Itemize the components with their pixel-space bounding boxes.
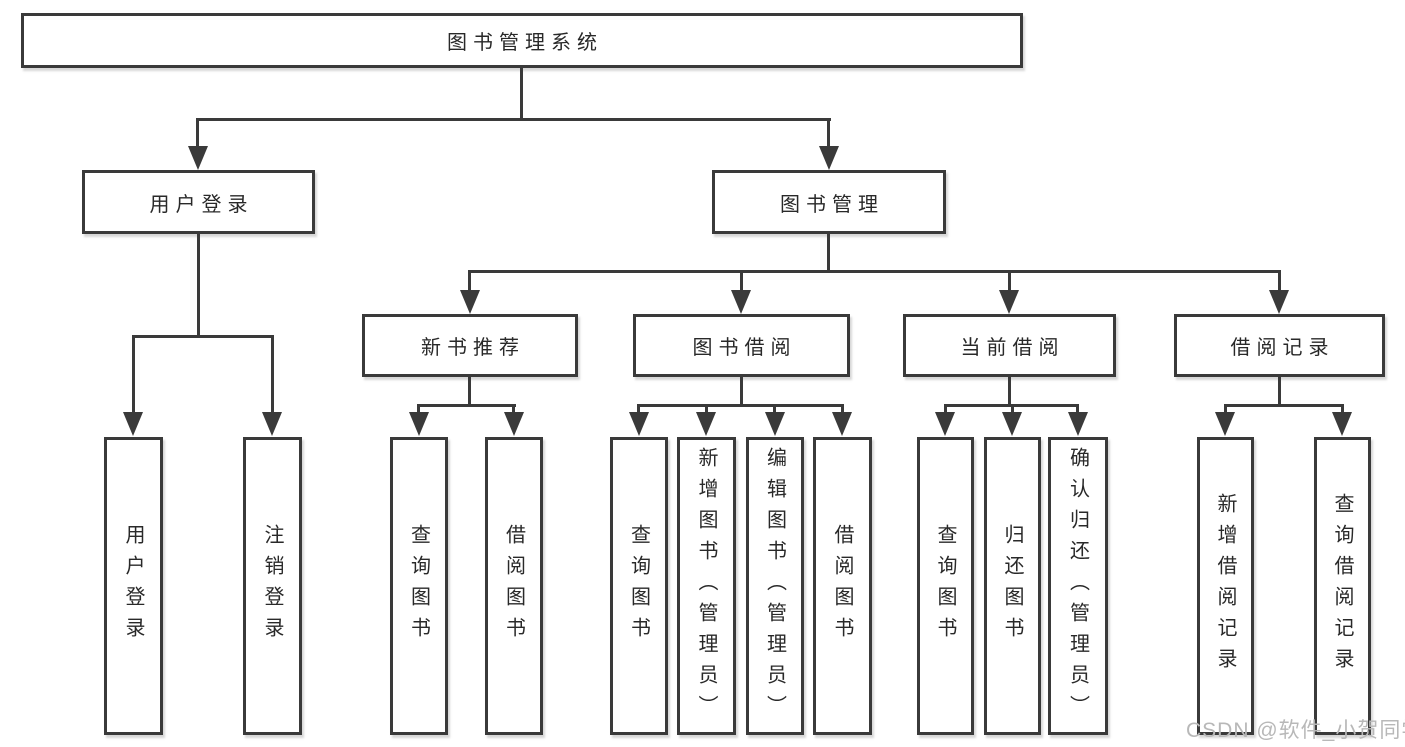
arrow-down-icon [731,290,751,314]
node-book-management: 图书管理 [712,170,946,234]
leaf-borrow-books-newrec: 借阅图书 [485,437,543,735]
arrow-down-icon [1068,412,1088,436]
node-label: 编辑图书（管理员） [763,446,786,726]
connector-leaf-stub [841,404,844,414]
node-new-book-recommend: 新书推荐 [362,314,578,377]
connector-user-login-branch [133,335,274,338]
node-label: 新增图书（管理员） [695,446,717,726]
node-label: 借阅图书 [502,524,525,648]
connector-leaf-stub [1011,404,1014,414]
connector-book-borrow-branch [637,404,843,407]
node-label: 确认归还（管理员） [1066,446,1089,726]
node-label: 借阅记录 [1230,337,1335,359]
connector-user-login-stem [197,234,200,338]
connector-new-book-rec-branch [417,404,516,407]
arrow-down-icon [629,412,649,436]
connector-borrow-records-stem [1278,377,1281,406]
arrow-down-icon [765,412,785,436]
arrow-down-icon [819,146,839,170]
connector-book-mgmt-branch [469,270,1281,273]
arrow-down-icon [1215,412,1235,436]
connector-leaf-stub [1076,404,1079,414]
node-label: 图书借阅 [692,337,797,359]
node-label: 图书管理系统 [447,32,603,54]
leaf-edit-books-admin: 编辑图书（管理员） [746,437,804,735]
arrow-down-icon [935,412,955,436]
connector-book-mgmt-stem [827,234,830,273]
node-label: 查询图书 [407,524,430,648]
arrow-down-icon [460,290,480,314]
node-label: 用户登录 [149,193,254,216]
arrow-down-icon [123,412,143,436]
connector-leaf-stub [1341,404,1344,414]
leaf-return-books: 归还图书 [984,437,1041,735]
arrow-down-icon [188,146,208,170]
node-user-login: 用户登录 [82,170,315,234]
connector-leaf-stub [773,404,776,414]
connector-leaf-stub [417,404,420,414]
connector-root-stem [520,67,523,120]
connector-root-branch [197,118,831,121]
connector-current-borrow-stem [1008,377,1011,406]
connector-to-leaf-logout [271,335,274,414]
node-label: 用户登录 [122,524,144,648]
connector-to-new-book-rec [468,270,471,292]
leaf-query-borrow-record: 查询借阅记录 [1314,437,1371,735]
leaf-query-books-newrec: 查询图书 [390,437,448,735]
node-label: 当前借阅 [960,337,1065,359]
node-label: 新增借阅记录 [1214,493,1236,679]
connector-leaf-stub [1224,404,1227,414]
leaf-logout: 注销登录 [243,437,302,735]
connector-to-book-mgmt [827,118,830,148]
node-library-management-system: 图书管理系统 [21,13,1023,68]
arrow-down-icon [1332,412,1352,436]
node-current-borrowing: 当前借阅 [903,314,1116,377]
node-label: 归还图书 [1001,524,1023,648]
connector-to-book-borrow [740,270,743,292]
connector-to-leaf-user-login [132,335,135,414]
node-label: 查询借阅记录 [1331,493,1353,679]
arrow-down-icon [1269,290,1289,314]
connector-to-borrow-records [1278,270,1281,292]
node-borrowing-records: 借阅记录 [1174,314,1385,377]
node-label: 查询图书 [934,524,956,648]
leaf-add-borrow-record: 新增借阅记录 [1197,437,1254,735]
connector-leaf-stub [705,404,708,414]
node-label: 查询图书 [627,524,650,648]
arrow-down-icon [696,412,716,436]
connector-book-borrow-stem [740,377,743,406]
leaf-query-books-borrow: 查询图书 [610,437,668,735]
node-label: 图书管理 [780,193,884,216]
connector-to-user-login [196,118,199,148]
arrow-down-icon [832,412,852,436]
node-label: 注销登录 [261,524,283,648]
arrow-down-icon [504,412,524,436]
node-label: 新书推荐 [421,337,525,359]
leaf-add-books-admin: 新增图书（管理员） [677,437,736,735]
arrow-down-icon [1002,412,1022,436]
leaf-confirm-return-admin: 确认归还（管理员） [1048,437,1108,735]
connector-leaf-stub [512,404,515,414]
arrow-down-icon [999,290,1019,314]
arrow-down-icon [409,412,429,436]
connector-leaf-stub [637,404,640,414]
leaf-borrow-books: 借阅图书 [813,437,872,735]
csdn-watermark: CSDN @软件_小贺同学 [1186,719,1405,742]
connector-to-current-borrow [1008,270,1011,292]
leaf-user-login: 用户登录 [104,437,163,735]
node-label: 借阅图书 [831,524,853,648]
connector-borrow-records-branch [1224,404,1344,407]
arrow-down-icon [262,412,282,436]
leaf-query-books-current: 查询图书 [917,437,974,735]
node-book-borrowing: 图书借阅 [633,314,850,377]
connector-new-book-rec-stem [468,377,471,406]
connector-leaf-stub [944,404,947,414]
